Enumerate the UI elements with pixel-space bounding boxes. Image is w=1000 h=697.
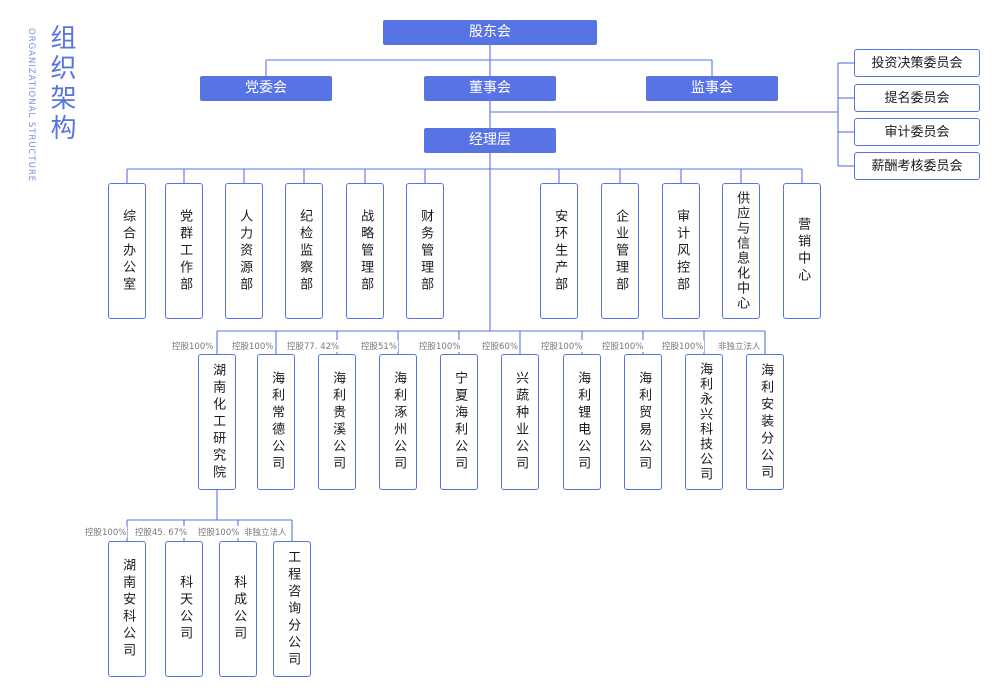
institute-unit-label: 科成公司 (231, 575, 247, 643)
department-label: 人力资源部 (237, 208, 253, 294)
party-committee-node: 党委会 (200, 76, 332, 101)
department-label: 企业管理部 (613, 208, 629, 294)
institute-unit-node: 科天公司 (165, 541, 203, 677)
ownership-label: 控股100% (661, 340, 705, 352)
subsidiary-label: 海利安装分公司 (758, 362, 774, 482)
department-label: 审计风控部 (674, 208, 690, 294)
department-label: 综合办公室 (120, 208, 136, 294)
subsidiary-node: 海利涿州公司 (379, 354, 417, 490)
committee-nomination: 提名委员会 (854, 84, 980, 112)
department-node: 企业管理部 (601, 183, 639, 319)
department-node: 纪检监察部 (285, 183, 323, 319)
department-label: 战略管理部 (358, 208, 374, 294)
subsidiary-node: 海利贸易公司 (624, 354, 662, 490)
subsidiary-node: 宁夏海利公司 (440, 354, 478, 490)
committee-investment: 投资决策委员会 (854, 49, 980, 77)
page-title: 组织架构 (46, 24, 76, 144)
department-node: 财务管理部 (406, 183, 444, 319)
institute-unit-label: 科天公司 (177, 575, 193, 643)
ownership-label: 控股77. 42% (286, 340, 341, 352)
shareholders-node: 股东会 (383, 20, 597, 45)
committee-compensation: 薪酬考核委员会 (854, 152, 980, 180)
department-node: 战略管理部 (346, 183, 384, 319)
board-node: 董事会 (424, 76, 556, 101)
department-label: 财务管理部 (418, 208, 434, 294)
ownership-label: 非独立法人 (243, 526, 288, 538)
institute-unit-node: 工程咨询分公司 (273, 541, 311, 677)
subsidiary-node: 海利常德公司 (257, 354, 295, 490)
department-label: 纪检监察部 (297, 208, 313, 294)
ownership-label: 控股100% (231, 340, 275, 352)
subsidiary-node: 海利贵溪公司 (318, 354, 356, 490)
ownership-label: 控股51% (360, 340, 398, 352)
ownership-label: 控股45. 67% (134, 526, 189, 538)
ownership-label: 控股100% (540, 340, 584, 352)
department-node: 人力资源部 (225, 183, 263, 319)
institute-unit-label: 工程咨询分公司 (285, 549, 301, 669)
ownership-label: 控股100% (418, 340, 462, 352)
department-node: 供应与信息化中心 (722, 183, 760, 319)
ownership-label: 控股100% (197, 526, 241, 538)
page-subtitle: ORGANIZATIONAL STRUCTURE (26, 28, 36, 183)
ownership-label: 控股100% (601, 340, 645, 352)
department-label: 营销中心 (795, 217, 811, 285)
subsidiary-label: 湖南化工研究院 (210, 362, 226, 482)
subsidiary-node: 海利安装分公司 (746, 354, 784, 490)
subsidiary-node: 海利锂电公司 (563, 354, 601, 490)
institute-unit-label: 湖南安科公司 (120, 558, 136, 660)
ownership-label: 控股100% (84, 526, 128, 538)
subsidiary-node: 兴蔬种业公司 (501, 354, 539, 490)
ownership-label: 控股60% (481, 340, 519, 352)
department-label: 安环生产部 (552, 208, 568, 294)
department-label: 党群工作部 (177, 208, 193, 294)
department-label: 供应与信息化中心 (734, 191, 750, 311)
department-node: 安环生产部 (540, 183, 578, 319)
subsidiary-node: 海利永兴科技公司 (685, 354, 723, 490)
subsidiary-label: 海利常德公司 (269, 371, 285, 473)
committee-audit: 审计委员会 (854, 118, 980, 146)
subsidiary-node: 湖南化工研究院 (198, 354, 236, 490)
department-node: 党群工作部 (165, 183, 203, 319)
department-node: 审计风控部 (662, 183, 700, 319)
ownership-label: 控股100% (171, 340, 215, 352)
supervisory-board-node: 监事会 (646, 76, 778, 101)
management-node: 经理层 (424, 128, 556, 153)
department-node: 综合办公室 (108, 183, 146, 319)
subsidiary-label: 海利涿州公司 (391, 371, 407, 473)
subsidiary-label: 宁夏海利公司 (452, 371, 468, 473)
institute-unit-node: 科成公司 (219, 541, 257, 677)
subsidiary-label: 海利锂电公司 (575, 371, 591, 473)
department-node: 营销中心 (783, 183, 821, 319)
ownership-label: 非独立法人 (717, 340, 762, 352)
subsidiary-label: 海利永兴科技公司 (697, 362, 713, 482)
institute-unit-node: 湖南安科公司 (108, 541, 146, 677)
subsidiary-label: 海利贸易公司 (636, 371, 652, 473)
subsidiary-label: 海利贵溪公司 (330, 371, 346, 473)
subsidiary-label: 兴蔬种业公司 (513, 371, 529, 473)
